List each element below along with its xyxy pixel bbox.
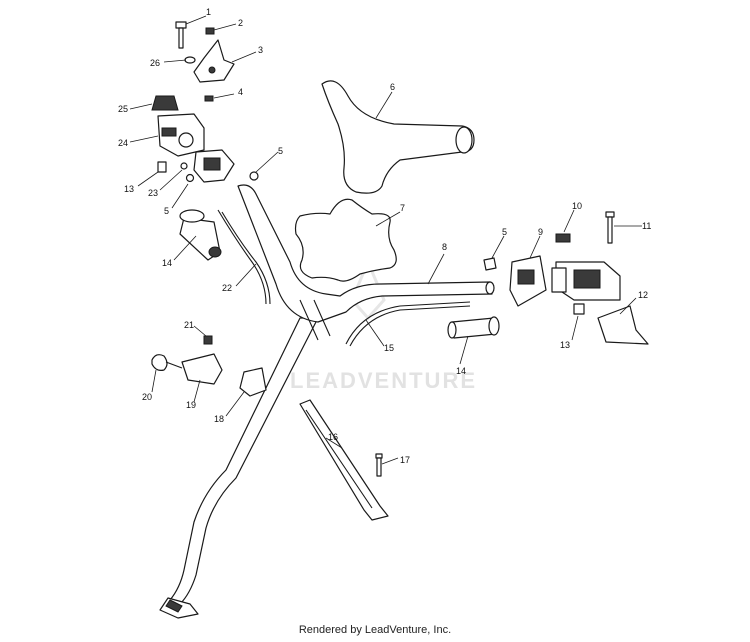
callout-4: 4 <box>238 87 243 97</box>
callout-19: 19 <box>186 400 196 410</box>
callout-12: 12 <box>638 290 648 300</box>
part-16-brace <box>299 399 389 521</box>
callout-2: 2 <box>238 18 243 28</box>
callout-15: 15 <box>384 343 394 353</box>
part-7-cover <box>294 198 397 282</box>
handlebar <box>237 184 495 341</box>
leader-lines <box>129 15 642 465</box>
callout-10: 10 <box>572 201 582 211</box>
callout-17: 17 <box>400 455 410 465</box>
part-21-nut <box>203 335 213 345</box>
callout-5-left: 5 <box>164 206 169 216</box>
callout-7: 7 <box>400 203 405 213</box>
callout-25: 25 <box>118 104 128 114</box>
callout-23: 23 <box>148 188 158 198</box>
cable-22-b <box>221 211 271 305</box>
part-3-bracket <box>193 39 235 83</box>
callout-22: 22 <box>222 283 232 293</box>
part-13-nut-left <box>157 161 167 173</box>
callout-16: 16 <box>328 432 338 442</box>
footer-credit: Rendered by LeadVenture, Inc. <box>298 624 452 636</box>
cable-15-b <box>349 305 471 347</box>
callout-labels: 1 2 3 26 4 25 24 13 23 5 5 6 7 8 5 9 10 … <box>118 7 651 465</box>
callout-24: 24 <box>118 138 128 148</box>
part-1-bolt <box>175 21 187 49</box>
part-23-screw <box>180 162 188 170</box>
callout-13-left: 13 <box>124 184 134 194</box>
part-20-clamp <box>151 354 168 371</box>
part-4-nut <box>204 95 214 102</box>
part-12-cover <box>597 305 649 345</box>
callout-20: 20 <box>142 392 152 402</box>
part-18-bracket <box>239 367 267 397</box>
callout-5-right: 5 <box>502 227 507 237</box>
part-5-screw-a <box>185 173 195 183</box>
part-9-lever-housing <box>509 255 547 307</box>
steering-post <box>159 317 319 619</box>
callout-18: 18 <box>214 414 224 424</box>
part-5-screw-b <box>249 171 259 181</box>
cable-15 <box>345 301 471 345</box>
callout-6: 6 <box>390 82 395 92</box>
part-5-pin-right <box>483 257 497 271</box>
callout-14-left: 14 <box>162 258 172 268</box>
callout-14-right: 14 <box>456 366 466 376</box>
part-19-bracket <box>181 353 223 385</box>
watermark-text: LEADVENTURE <box>290 368 477 393</box>
callout-1: 1 <box>206 7 211 17</box>
part-2-nut <box>205 27 215 35</box>
part-26-washer <box>184 56 196 64</box>
part-10-pad <box>555 233 571 243</box>
part-14-grip-right <box>447 316 500 339</box>
callout-21: 21 <box>184 320 194 330</box>
callout-8: 8 <box>442 242 447 252</box>
part-11-bolt <box>605 211 615 244</box>
callout-3: 3 <box>258 45 263 55</box>
cable-22 <box>217 209 267 305</box>
part-throttle-housing <box>551 261 621 301</box>
part-6-pad <box>321 80 475 194</box>
callout-26: 26 <box>150 58 160 68</box>
callout-13-right: 13 <box>560 340 570 350</box>
part-25-cap <box>151 95 179 111</box>
part-14-grip-left <box>179 209 222 261</box>
part-17-bolt <box>375 453 383 477</box>
callout-5-top: 5 <box>278 146 283 156</box>
callout-9: 9 <box>538 227 543 237</box>
part-13-nut-right <box>573 303 585 315</box>
callout-11: 11 <box>642 221 651 231</box>
